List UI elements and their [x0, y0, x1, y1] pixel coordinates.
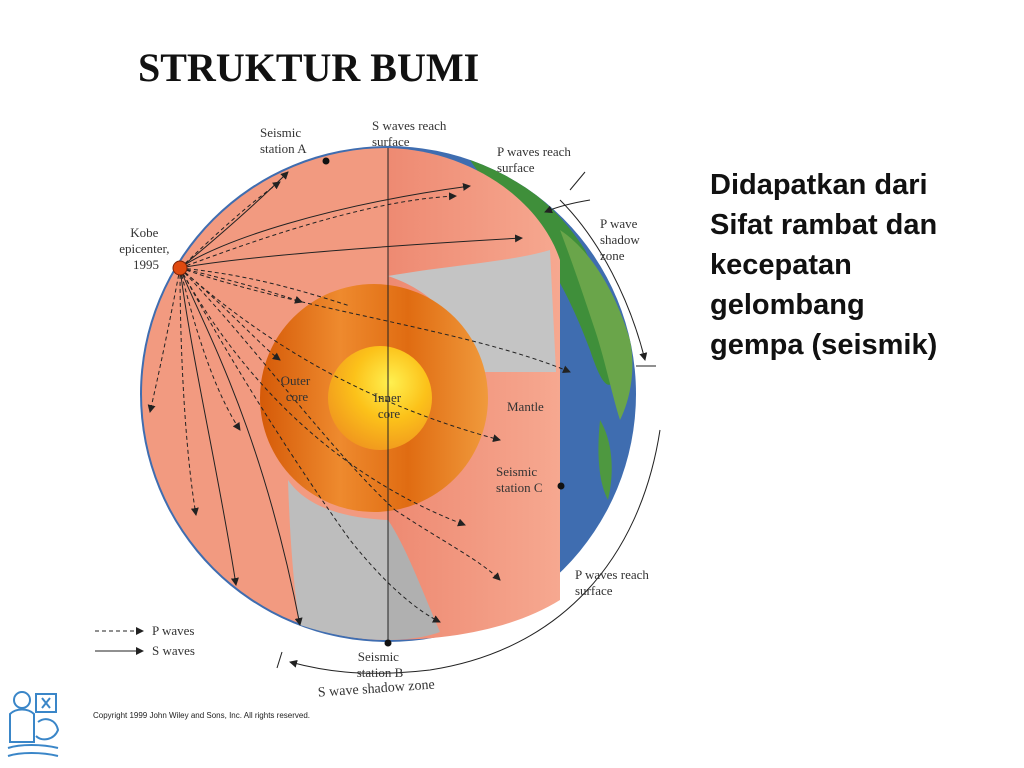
p-shadow-arc: [559, 199, 648, 361]
legend-s-waves-label: S waves: [152, 643, 195, 658]
tick-mark: [276, 651, 283, 669]
label-p-waves-reach-surface-top: P waves reach surface: [497, 144, 574, 175]
tick-mark: [569, 171, 586, 191]
legend: P waves S waves: [95, 623, 195, 658]
seismic-station-c-dot: [557, 482, 565, 490]
p-wave: [179, 192, 457, 269]
p-wave: [179, 267, 303, 304]
s-wave: [179, 267, 239, 586]
label-s-wave-shadow-zone: S wave shadow zone: [317, 678, 435, 701]
p-wave: [179, 267, 281, 361]
s-wave: [179, 182, 471, 269]
description-line: kecepatan: [710, 249, 852, 281]
description-line: Sifat rambat dan: [710, 209, 938, 241]
p-shadow-arc: [544, 199, 591, 214]
slide-title: STRUKTUR BUMI: [138, 45, 480, 90]
p-wave: [179, 267, 466, 527]
p-wave-shadow-zone-region: [388, 250, 556, 372]
s-wave: [179, 234, 523, 269]
p-wave: [179, 181, 281, 269]
p-wave: [179, 267, 571, 373]
institution-logo-icon: [7, 691, 60, 757]
s-wave-shadow-zone: [288, 480, 388, 640]
seismic-station-b-dot: [384, 639, 392, 647]
kobe-epicenter-marker: [172, 260, 188, 276]
wave-paths: [147, 171, 571, 626]
label-p-waves-reach-surface-bottom: P waves reach surface: [575, 567, 652, 598]
description-line: gempa (seismik): [710, 329, 938, 361]
copyright-notice: Copyright 1999 John Wiley and Sons, Inc.…: [93, 711, 310, 720]
s-wave: [179, 267, 303, 626]
label-seismic-station-c: Seismic station C: [496, 464, 543, 495]
label-kobe-epicenter: Kobe epicenter, 1995: [119, 225, 173, 272]
label-s-waves-reach-surface: S waves reach surface: [372, 118, 450, 149]
label-mantle: Mantle: [507, 399, 544, 414]
legend-p-waves-label: P waves: [152, 623, 195, 638]
description-text: Didapatkan dari Sifat rambat dan kecepat…: [710, 165, 1010, 365]
s-shadow-arc: [289, 429, 661, 674]
label-outer-core: Outer core: [281, 373, 314, 404]
description-line: gelombang: [710, 289, 865, 321]
label-seismic-station-a: Seismic station A: [260, 125, 307, 156]
shadow-zone-arcs: [276, 171, 661, 674]
p-wave: [179, 267, 501, 443]
description-line: Didapatkan dari: [710, 169, 928, 201]
p-wave: [179, 267, 351, 307]
label-p-wave-shadow-zone: P wave shadow zone: [600, 216, 643, 263]
label-seismic-station-b: Seismic station B: [357, 649, 404, 680]
earth-structure-diagram: Seismic station A S waves reach surface …: [95, 118, 661, 701]
p-wave: [179, 267, 241, 431]
p-wave: [179, 267, 441, 623]
label-inner-core: Inner core: [374, 390, 405, 421]
p-wave: [147, 267, 181, 413]
p-wave: [179, 267, 199, 516]
seismic-station-a-dot: [322, 157, 330, 165]
p-wave: [394, 509, 501, 581]
p-wave-shadow-zone-lower: [388, 520, 440, 640]
